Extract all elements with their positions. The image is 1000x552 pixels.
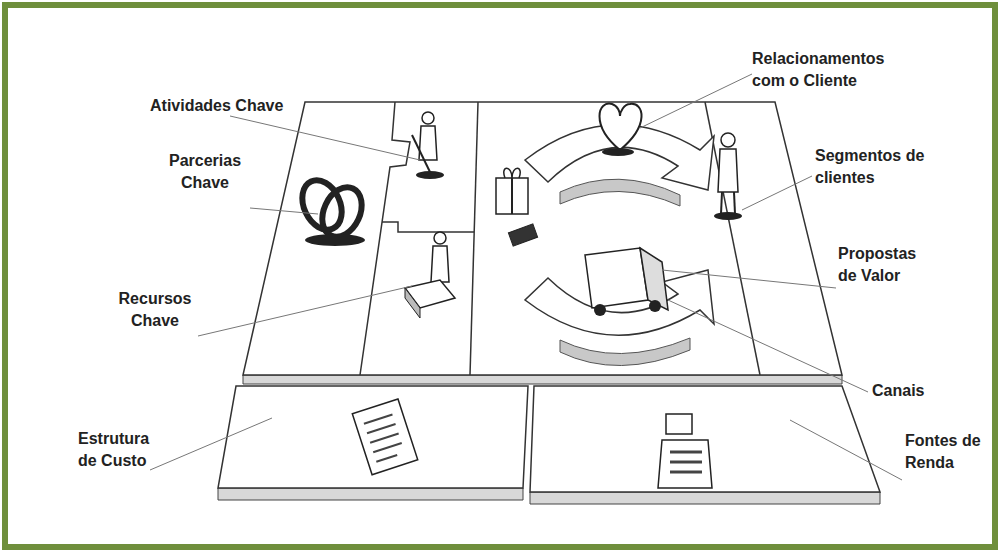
block-divider bbox=[360, 102, 410, 375]
document-icon bbox=[352, 399, 417, 475]
person-head bbox=[422, 112, 434, 124]
icon-shadow bbox=[602, 148, 634, 156]
register-keys bbox=[670, 471, 702, 474]
person-body bbox=[431, 246, 449, 282]
board-edge bbox=[530, 492, 880, 504]
document-icon bbox=[352, 399, 417, 475]
broom-icon bbox=[412, 135, 430, 172]
machine-icon bbox=[405, 288, 420, 318]
leader-line bbox=[250, 208, 318, 214]
person-leg bbox=[734, 192, 735, 214]
document-line bbox=[370, 433, 399, 442]
block-label: Fontes de Renda bbox=[905, 430, 981, 474]
truck-wheel bbox=[594, 304, 606, 316]
person-head bbox=[721, 133, 735, 147]
block-label: Canais bbox=[872, 380, 962, 402]
icon-shadow bbox=[714, 212, 742, 220]
register-keys bbox=[670, 461, 702, 464]
gift-ribbon bbox=[511, 178, 513, 214]
heart-icon bbox=[600, 104, 642, 150]
document-line bbox=[367, 424, 396, 433]
register-keys bbox=[670, 451, 702, 454]
block-label: Segmentos de clientes bbox=[815, 145, 940, 189]
arrow-band bbox=[560, 338, 690, 366]
board-edge bbox=[218, 488, 523, 500]
frame-border bbox=[5, 5, 995, 547]
cost-board bbox=[218, 386, 528, 488]
block-label: Propostas de Valor bbox=[838, 243, 938, 287]
gift-icon bbox=[496, 178, 528, 214]
block-label: Estrutura de Custo bbox=[78, 428, 166, 472]
leader-line bbox=[640, 74, 752, 128]
block-label: Parcerias Chave bbox=[160, 150, 250, 194]
ring-icon bbox=[315, 181, 370, 243]
document-line bbox=[373, 443, 402, 452]
person-leg bbox=[721, 192, 722, 214]
leader-line bbox=[742, 176, 812, 210]
leader-lines bbox=[150, 74, 902, 480]
block-divider bbox=[382, 222, 474, 232]
arrow-band bbox=[560, 179, 680, 206]
truck-wheel bbox=[649, 300, 661, 312]
icon-shadow bbox=[305, 234, 365, 246]
document-line bbox=[376, 455, 397, 462]
leader-line bbox=[198, 286, 412, 336]
truck-icon bbox=[585, 248, 648, 308]
block-label: Atividades Chave bbox=[150, 95, 310, 117]
gift-ribbon bbox=[504, 168, 520, 178]
board-edge bbox=[243, 375, 842, 384]
revenue-board bbox=[530, 386, 880, 492]
block-label: Relacionamentos com o Cliente bbox=[752, 48, 917, 92]
leader-line bbox=[150, 418, 272, 470]
person-head bbox=[434, 232, 446, 244]
register-display bbox=[666, 414, 692, 434]
icon-shadow bbox=[416, 171, 444, 179]
leader-line bbox=[662, 270, 836, 288]
document-line bbox=[364, 414, 393, 423]
leader-line bbox=[790, 420, 902, 480]
block-divider bbox=[470, 102, 478, 375]
block-label: Recursos Chave bbox=[110, 288, 200, 332]
phone-icon bbox=[508, 224, 537, 246]
cash-register bbox=[658, 440, 712, 488]
person-body bbox=[718, 149, 738, 192]
leader-line bbox=[230, 116, 420, 160]
leader-line bbox=[668, 300, 868, 392]
upper-board bbox=[243, 102, 842, 375]
